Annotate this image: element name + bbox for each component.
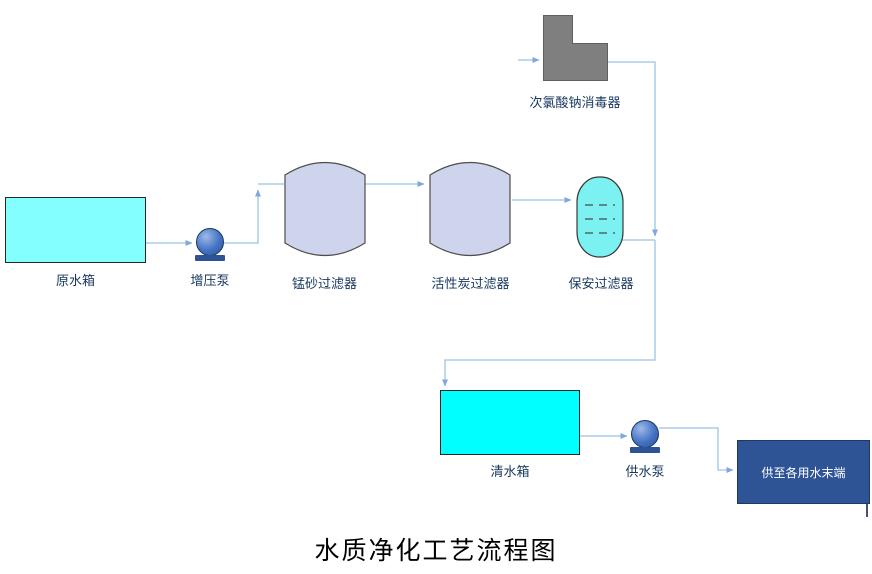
supply-pump-icon — [631, 420, 659, 448]
security-filter-label: 保安过滤器 — [568, 276, 634, 291]
connector-junction-to-cleantank — [442, 240, 656, 387]
security-filter-shape — [576, 176, 624, 258]
supply-pump-label: 供水泵 — [625, 464, 665, 479]
manganese-filter-label: 锰砂过滤器 — [291, 276, 357, 291]
carbon-filter-shape — [429, 161, 511, 257]
connector-disinfector-downpipe — [607, 61, 658, 237]
carbon-filter-label: 活性炭过滤器 — [431, 276, 510, 291]
stray-tick-mark — [866, 504, 868, 517]
raw-water-tank-label: 原水箱 — [55, 273, 95, 288]
disinfector-label: 次氯酸钠消毒器 — [529, 95, 621, 110]
cartridge-dashes-icon — [585, 204, 615, 234]
raw-water-tank-shape — [5, 197, 146, 263]
connector-pump-to-endbox — [659, 427, 734, 473]
connector-pump-riser — [224, 189, 261, 244]
diagram-title: 水质净化工艺流程图 — [314, 538, 558, 565]
clean-water-tank-label: 清水箱 — [490, 464, 530, 479]
end-terminal-label: 供至各用水末端 — [761, 465, 846, 480]
clean-water-tank-shape — [440, 390, 580, 455]
booster-pump-base — [195, 255, 225, 261]
end-terminal-box: 供至各用水末端 — [737, 440, 870, 504]
supply-pump-base — [630, 447, 660, 453]
booster-pump-label: 增压泵 — [190, 273, 230, 288]
disinfector-shape — [543, 15, 608, 81]
booster-pump-icon — [196, 228, 224, 256]
manganese-filter-shape — [284, 161, 366, 257]
